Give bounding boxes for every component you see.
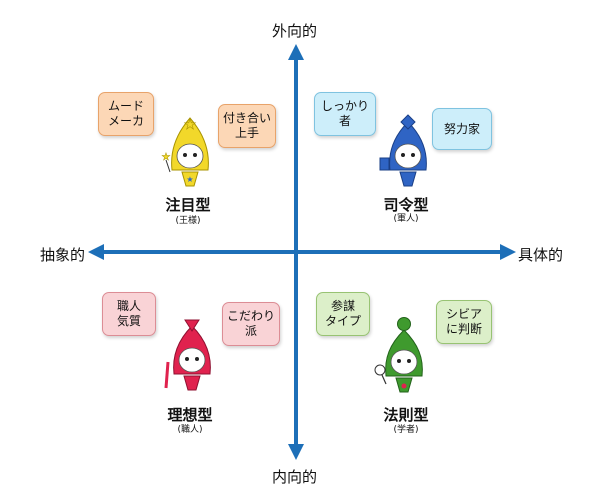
axis-label-top: 外向的 [272,22,318,40]
bubble-mood-maker: ムード メーカ [98,92,154,136]
artisan-character [164,325,211,391]
axis-label-right: 具体的 [518,246,564,264]
bubble-craftsman-spirit: 職人 気質 [102,292,156,336]
wand-icon: ★ [161,152,171,173]
type-title-ideal: 理想型 [167,406,213,424]
bubble-reliable: しっかり 者 [314,92,376,136]
type-title-rule: 法則型 [383,406,429,424]
axis-label-bottom: 内向的 [272,468,318,486]
circle-icon [397,317,411,331]
king-character: ★ [171,117,209,187]
svg-text:★: ★ [184,117,197,133]
star-icon: ★ [183,117,197,134]
svg-text:★: ★ [186,175,193,184]
type-title-attention: 注目型 [165,196,211,214]
bubble-hard-worker: 努力家 [432,108,492,150]
diamond-icon [400,114,416,130]
bubble-particular: こだわり 派 [222,302,280,346]
bubble-strict-judgment: シビア に判断 [436,300,492,344]
type-subtitle-artisan: (職人) [177,425,203,435]
bubble-strategist: 参謀 タイプ [316,292,370,336]
type-subtitle-king: (王様) [175,216,201,226]
scholar-character [374,329,423,393]
type-title-commander: 司令型 [383,196,429,214]
axis-label-left: 抽象的 [40,246,86,264]
triangle-icon [184,319,200,332]
svg-text:★: ★ [162,152,171,163]
type-subtitle-soldier: (軍人) [393,214,419,224]
bubble-sociable: 付き合い 上手 [218,104,276,148]
type-subtitle-scholar: (学者) [393,425,419,435]
soldier-character [379,121,427,187]
